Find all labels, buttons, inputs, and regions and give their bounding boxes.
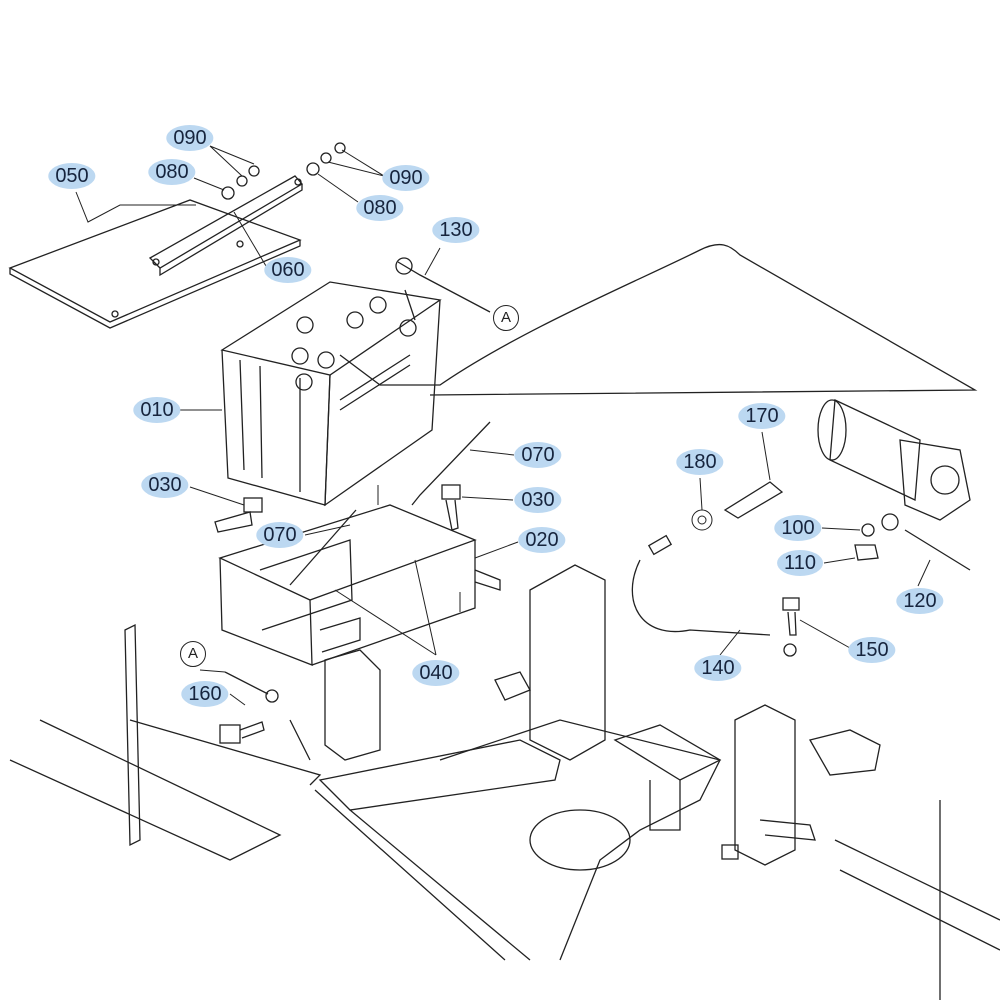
callout-090[interactable]: 090	[166, 125, 214, 151]
callout-180[interactable]: 180	[676, 449, 724, 475]
battery-cover-plate	[8, 199, 302, 329]
callout-120[interactable]: 120	[896, 588, 944, 614]
callout-160[interactable]: 160	[181, 681, 229, 707]
callout-090[interactable]: 090	[382, 165, 430, 191]
washers-nuts	[221, 142, 346, 200]
battery	[220, 281, 442, 507]
callout-140[interactable]: 140	[694, 655, 742, 681]
callout-150[interactable]: 150	[848, 637, 896, 663]
callout-040[interactable]: 040	[412, 660, 460, 686]
reference-marker-a: A	[180, 641, 206, 667]
callout-080[interactable]: 080	[356, 195, 404, 221]
bolts	[214, 481, 800, 744]
callout-070[interactable]: 070	[514, 442, 562, 468]
callout-060[interactable]: 060	[264, 257, 312, 283]
callout-050[interactable]: 050	[48, 163, 96, 189]
leader-lines	[75, 145, 931, 706]
hold-down-rods	[289, 421, 491, 586]
chassis-frame	[9, 564, 1000, 1000]
callout-030[interactable]: 030	[141, 472, 189, 498]
battery-tray	[218, 504, 501, 666]
callout-030[interactable]: 030	[514, 487, 562, 513]
callout-070[interactable]: 070	[256, 522, 304, 548]
callout-170[interactable]: 170	[738, 403, 786, 429]
cables	[224, 243, 978, 703]
starter-motor	[817, 399, 971, 561]
callout-080[interactable]: 080	[148, 159, 196, 185]
callout-100[interactable]: 100	[774, 515, 822, 541]
reference-marker-a: A	[493, 305, 519, 331]
battery-bracket	[148, 175, 304, 277]
callout-130[interactable]: 130	[432, 217, 480, 243]
callout-020[interactable]: 020	[518, 527, 566, 553]
callout-110[interactable]: 110	[777, 550, 823, 576]
callout-010[interactable]: 010	[133, 397, 181, 423]
